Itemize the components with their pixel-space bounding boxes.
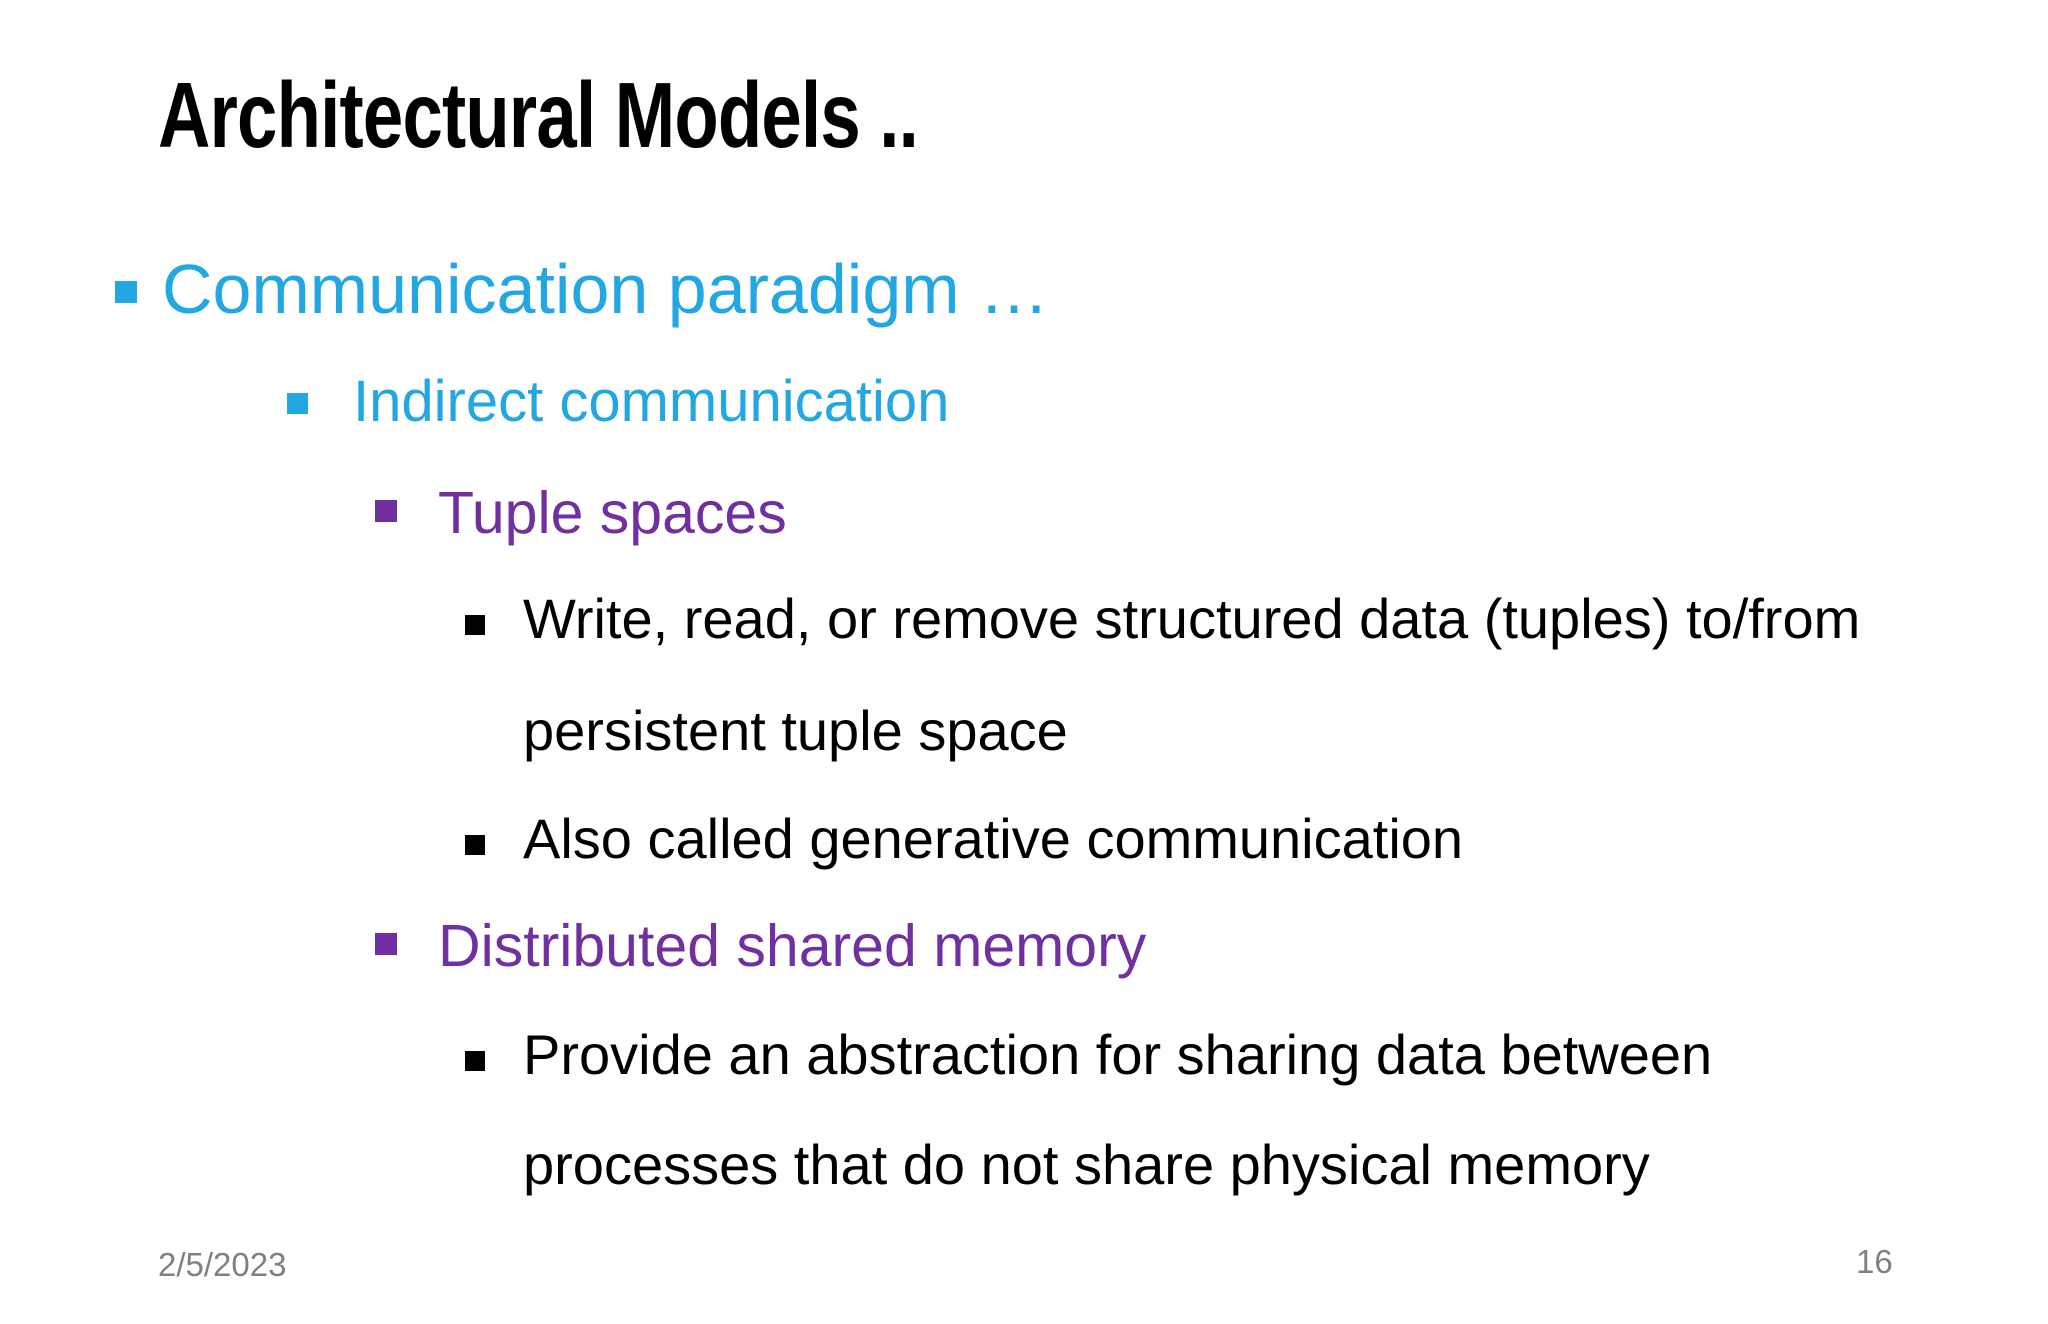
bullet-item-provide-abstraction: Provide an abstraction for sharing data … — [465, 1023, 1713, 1086]
bullet-item-communication-paradigm: Communication paradigm … — [115, 250, 1050, 328]
bullet-item-provide-abstraction-line2: processes that do not share physical mem… — [523, 1133, 1650, 1196]
bullet-square-icon — [375, 500, 397, 522]
bullet-square-icon — [375, 933, 397, 955]
bullet-text: Provide an abstraction for sharing data … — [523, 1023, 1713, 1086]
bullet-square-icon — [465, 615, 485, 635]
bullet-square-icon — [115, 281, 137, 303]
bullet-text: Tuple spaces — [438, 480, 787, 546]
slide-title: Architectural Models .. — [158, 63, 1132, 167]
bullet-text: processes that do not share physical mem… — [523, 1133, 1650, 1196]
footer-page-number: 16 — [1856, 1243, 1893, 1280]
bullet-text: Also called generative communication — [523, 807, 1464, 870]
footer-date: 2/5/2023 — [158, 1246, 287, 1283]
bullet-square-icon — [287, 393, 308, 414]
bullet-text: Write, read, or remove structured data (… — [523, 587, 1861, 650]
bullet-text: persistent tuple space — [523, 699, 1068, 762]
bullet-item-write-read-remove: Write, read, or remove structured data (… — [465, 587, 1861, 650]
bullet-text: Distributed shared memory — [438, 913, 1147, 979]
bullet-square-icon — [465, 1051, 485, 1071]
bullet-text: Communication paradigm … — [162, 250, 1050, 328]
bullet-item-generative-communication: Also called generative communication — [465, 807, 1464, 870]
bullet-text: Indirect communication — [353, 369, 950, 434]
slide-title-text: Architectural Models .. — [158, 63, 919, 167]
bullet-item-write-read-remove-line2: persistent tuple space — [523, 699, 1068, 762]
bullet-item-indirect-communication: Indirect communication — [287, 369, 950, 434]
bullet-square-icon — [465, 835, 485, 855]
bullet-item-distributed-shared-memory: Distributed shared memory — [375, 913, 1147, 979]
bullet-item-tuple-spaces: Tuple spaces — [375, 480, 787, 546]
